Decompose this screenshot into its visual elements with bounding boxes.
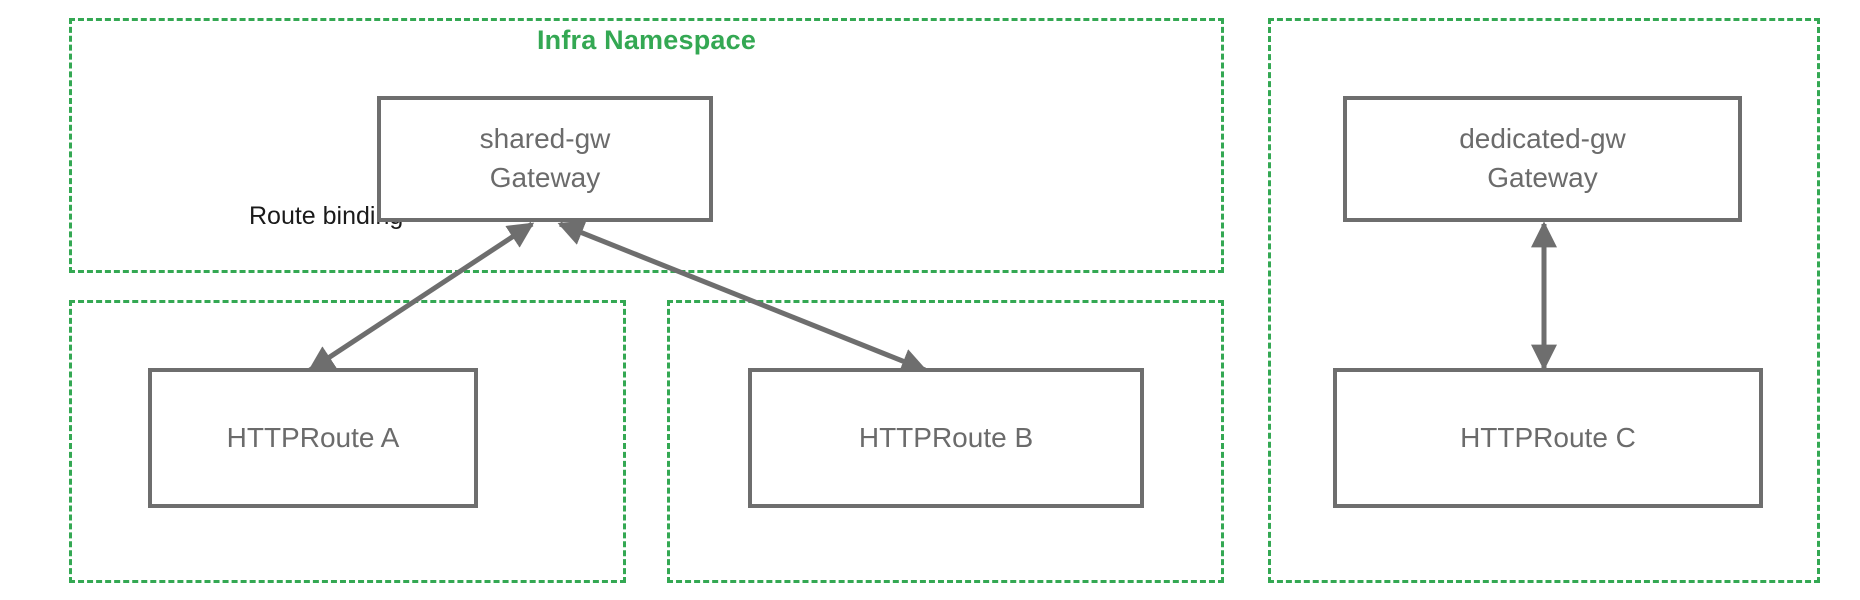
node-dedicated-gw-label: dedicated-gw Gateway: [1459, 123, 1626, 193]
node-httproute-a[interactable]: HTTPRoute A: [148, 368, 478, 508]
node-httproute-c-label: HTTPRoute C: [1460, 421, 1636, 453]
node-dedicated-gw[interactable]: dedicated-gw Gateway: [1343, 96, 1742, 222]
node-httproute-b-label: HTTPRoute B: [858, 421, 1034, 453]
node-httproute-c[interactable]: HTTPRoute C: [1333, 368, 1763, 508]
node-httproute-a-label: HTTPRoute A: [226, 421, 400, 453]
namespace-container-b: [667, 300, 1224, 583]
node-httproute-b[interactable]: HTTPRoute B: [748, 368, 1144, 508]
namespace-label-infra: Infra Namespace: [536, 25, 757, 55]
node-shared-gw-label: shared-gw Gateway: [479, 123, 611, 193]
namespace-container-c: [1268, 18, 1820, 583]
node-shared-gw[interactable]: shared-gw Gateway: [377, 96, 713, 222]
